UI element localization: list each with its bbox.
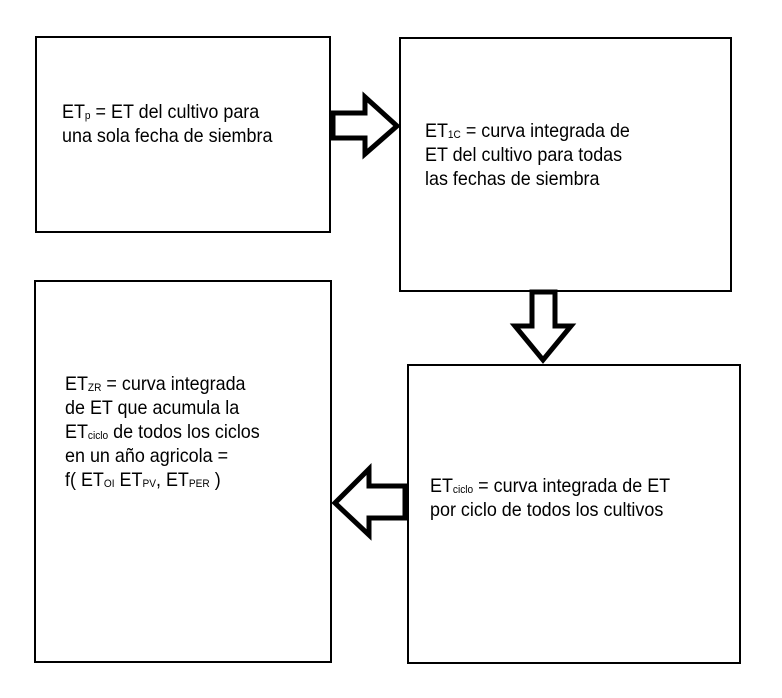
box-et-zr-line-4: en un año agricola = <box>65 445 229 467</box>
box-et-p: ETp = ET del cultivo para una sola fecha… <box>35 36 331 233</box>
box-et-1c-line-2: ET del cultivo para todas <box>425 144 623 166</box>
box-et-ciclo-line-2: por ciclo de todos los cultivos <box>430 499 664 521</box>
box-et-1c-line-3: las fechas de siembra <box>425 168 600 190</box>
box-et-zr-text: ETZR = curva integrada de ET que acumula… <box>65 372 260 492</box>
arrow-left <box>331 462 408 541</box>
box-et-zr-line-3: ETciclo de todos los ciclos <box>65 421 260 443</box>
box-et-ciclo-line-1: ETciclo = curva integrada de ET <box>430 475 671 497</box>
arrow-right <box>330 91 401 160</box>
box-et-p-line-1: ETp = ET del cultivo para <box>62 101 260 123</box>
box-et-1c-line-1: ET1C = curva integrada de <box>425 120 630 142</box>
box-et-zr-line-1: ETZR = curva integrada <box>65 373 246 395</box>
box-et-zr-line-2: de ET que acumula la <box>65 397 240 419</box>
box-et-ciclo-text: ETciclo = curva integrada de ET por cicl… <box>430 474 670 522</box>
box-et-p-line-2: una sola fecha de siembra <box>62 125 273 147</box>
box-et-p-text: ETp = ET del cultivo para una sola fecha… <box>62 100 272 148</box>
box-et-zr-line-5: f( ETOI ETPV, ETPER ) <box>65 469 221 491</box>
arrow-down <box>509 289 577 364</box>
box-et-zr: ETZR = curva integrada de ET que acumula… <box>34 280 332 663</box>
box-et-1c-text: ET1C = curva integrada de ET del cultivo… <box>425 119 630 191</box>
box-et-ciclo: ETciclo = curva integrada de ET por cicl… <box>407 364 741 664</box>
box-et-1c: ET1C = curva integrada de ET del cultivo… <box>399 37 732 292</box>
